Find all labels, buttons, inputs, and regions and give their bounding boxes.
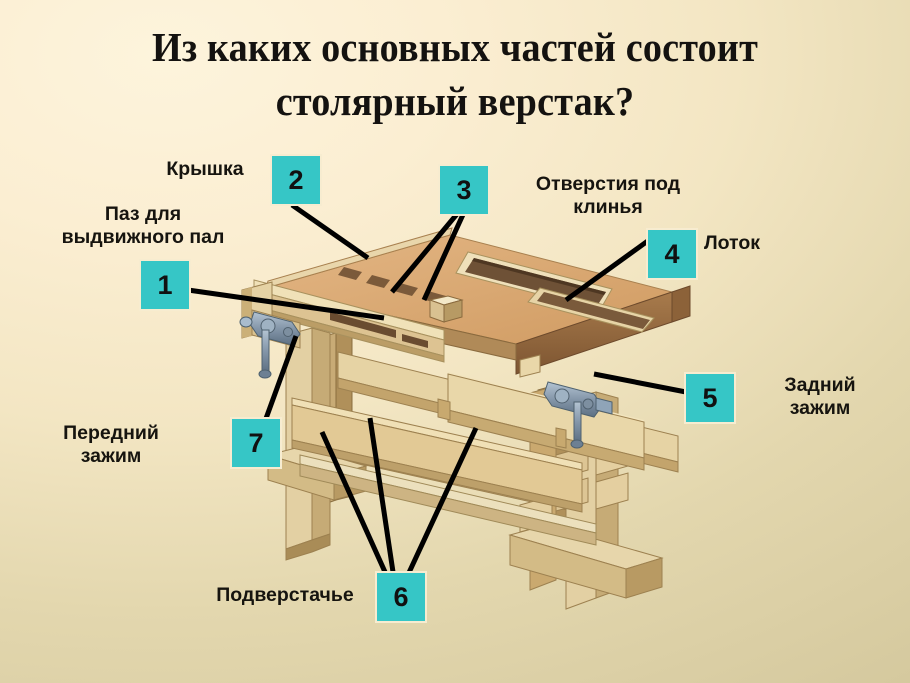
label-paz: Паз для выдвижного пал (61, 203, 225, 248)
page-title: Из каких основных частей состоит столярн… (151, 24, 759, 125)
label-zadniy-zazhim: Задний зажим (784, 374, 856, 419)
callout-number-5[interactable]: 5 (686, 374, 734, 422)
label-otverstiya: Отверстия под клинья (535, 173, 681, 218)
bench-peg-2 (555, 427, 567, 449)
callout-number-4[interactable]: 4 (648, 230, 696, 278)
bench-foot-right (508, 524, 664, 599)
label-kryshka: Крышка (166, 158, 244, 180)
label-lotok: Лоток (703, 232, 761, 254)
callout-number-7[interactable]: 7 (232, 419, 280, 467)
callout-number-3[interactable]: 3 (440, 166, 488, 214)
callout-number-6[interactable]: 6 (377, 573, 425, 621)
bench-peg (437, 398, 451, 421)
bench-stop-block (519, 354, 541, 378)
label-peredniy-zazhim: Передний зажим (63, 422, 159, 467)
callout-number-1[interactable]: 1 (141, 261, 189, 309)
bench-wedge-block (428, 295, 464, 323)
label-podverstachye: Подверстачье (216, 584, 354, 606)
callout-number-2[interactable]: 2 (272, 156, 320, 204)
